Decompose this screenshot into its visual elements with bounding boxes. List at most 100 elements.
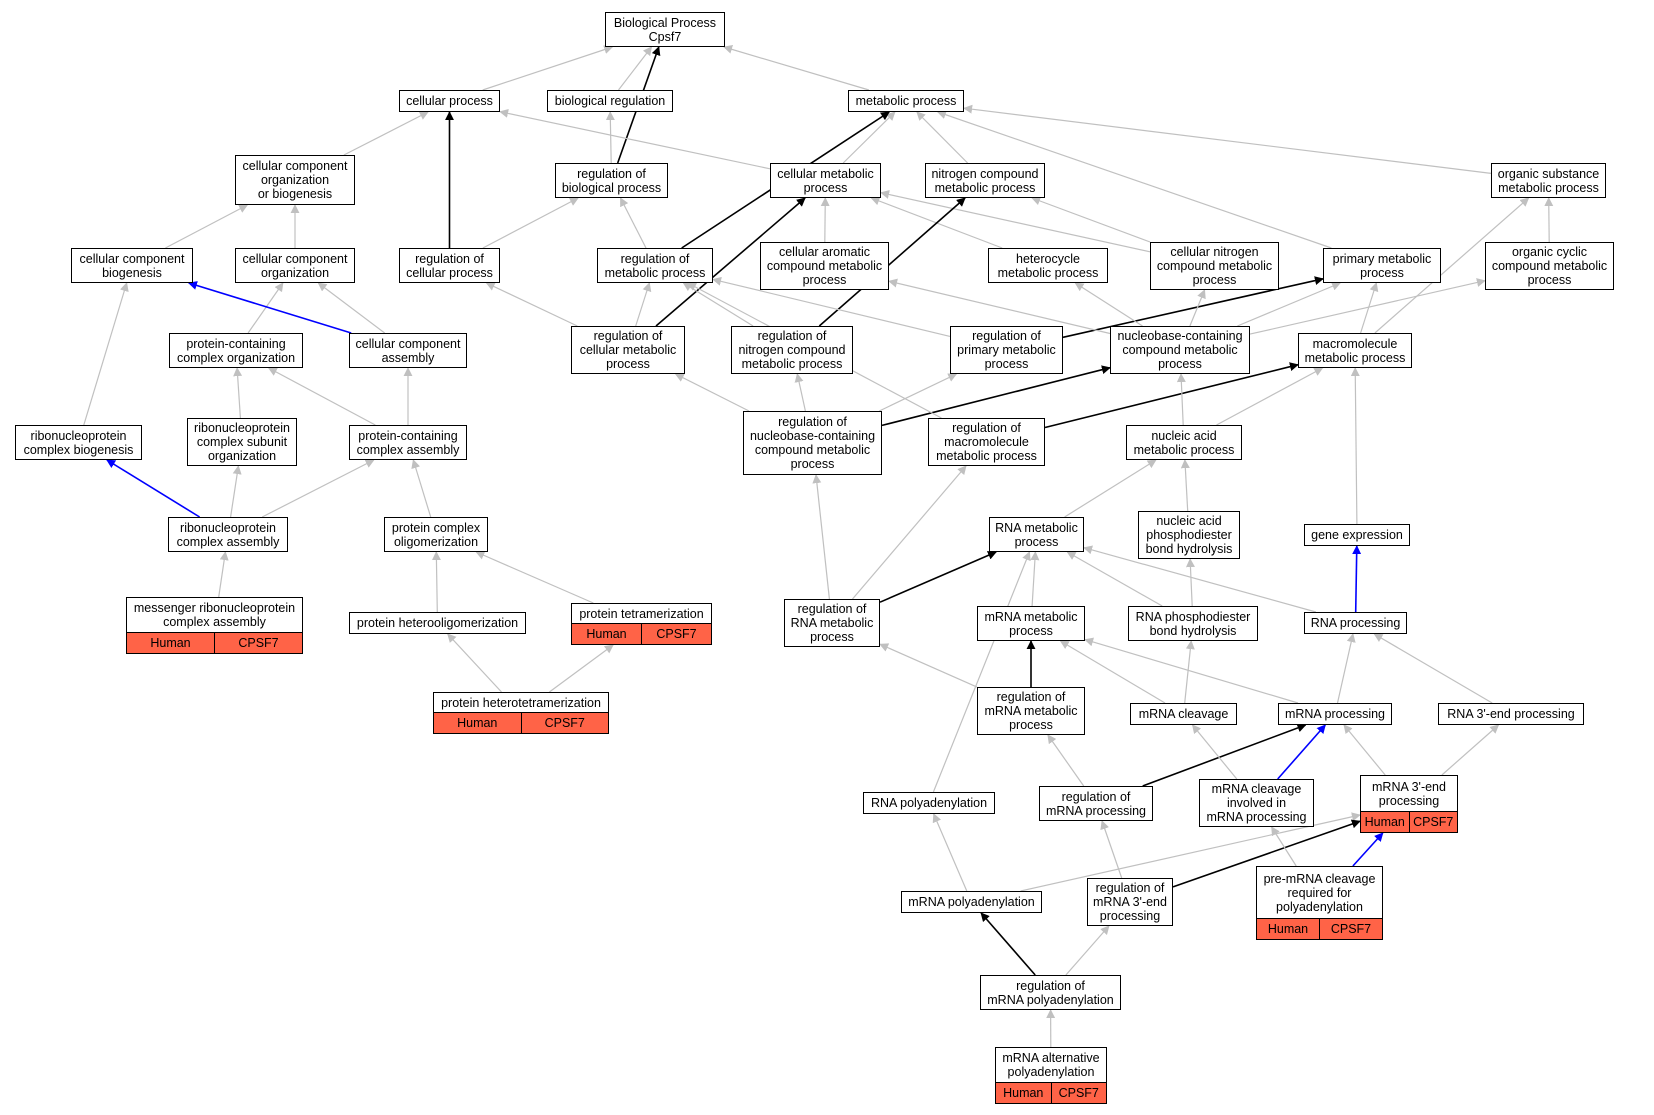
go-term-camp[interactable]: cellular aromatic compound metabolic pro… [760, 242, 889, 290]
edge-mrp-to-rp [1336, 633, 1356, 704]
go-term-rmmp2[interactable]: regulation of mRNA metabolic process [977, 687, 1085, 735]
go-term-cco[interactable]: cellular component organization [235, 248, 355, 283]
species-tag: Human [1257, 919, 1319, 939]
go-term-mc[interactable]: mRNA cleavage [1130, 703, 1237, 725]
go-term-occmp[interactable]: organic cyclic compound metabolic proces… [1485, 242, 1614, 290]
go-term-rm3ep[interactable]: regulation of mRNA 3'-end processing [1087, 878, 1173, 926]
edge-rm3ep-to-rmrp [1100, 820, 1123, 879]
go-term-rnbcmp[interactable]: regulation of nucleobase-containing comp… [743, 411, 882, 475]
edge-rpmp-to-pmp [1062, 276, 1324, 339]
node-label: messenger ribonucleoprotein complex asse… [133, 601, 296, 629]
edge-rmp-to-rbr [619, 197, 647, 249]
edge-rcmp-to-rcp [485, 282, 578, 327]
go-term-rpa[interactable]: RNA polyadenylation [863, 792, 995, 814]
go-term-rcb[interactable]: ribonucleoprotein complex biogenesis [15, 425, 142, 460]
edge-namp-to-mmp [1216, 367, 1324, 426]
go-term-rbr[interactable]: regulation of biological process [555, 163, 668, 198]
go-term-rncmp[interactable]: regulation of nitrogen compound metaboli… [731, 326, 853, 374]
edge-mcimp-to-mrp [1277, 724, 1326, 780]
edge-rcmp-to-rmp [635, 282, 652, 327]
edge-pho-to-pcol [431, 551, 441, 613]
edge-rnbcmp-to-nbcmp [881, 365, 1111, 427]
go-term-ge[interactable]: gene expression [1304, 524, 1410, 546]
go-term-rcp[interactable]: regulation of cellular process [399, 248, 500, 283]
go-term-nbcmp[interactable]: nucleobase-containing compound metabolic… [1110, 326, 1250, 374]
go-term-cp[interactable]: cellular process [399, 90, 500, 112]
edge-mcimp-to-mc [1191, 724, 1238, 780]
go-term-hmp[interactable]: heterocycle metabolic process [988, 248, 1108, 283]
edge-mp-to-bp [723, 44, 870, 91]
node-label: protein heterotetramerization [441, 695, 601, 710]
edge-rnbcmp-to-rcmp [674, 373, 750, 412]
edge-rncmp-to-ncmp [818, 197, 966, 327]
go-term-cca[interactable]: cellular component assembly [349, 333, 467, 368]
edge-cca-to-ccb [187, 281, 352, 334]
go-term-rmrp[interactable]: regulation of mRNA processing [1039, 786, 1153, 821]
go-term-mrp[interactable]: mRNA processing [1278, 703, 1392, 725]
go-term-mpa[interactable]: mRNA polyadenylation [901, 891, 1042, 913]
go-term-rnamp[interactable]: RNA metabolic process [989, 517, 1084, 552]
edge-mpa-to-rpa [932, 813, 968, 892]
edge-namp-to-nbcmp [1176, 373, 1186, 426]
edge-nbcmp-to-hmp [1074, 282, 1143, 327]
edge-pht-to-pt [549, 644, 614, 693]
go-term-mmp2[interactable]: mRNA metabolic process [977, 606, 1085, 641]
go-term-rcmp[interactable]: regulation of cellular metabolic process [571, 326, 685, 374]
go-term-rp[interactable]: RNA processing [1304, 612, 1407, 634]
edge-m3ep-to-mrp [1343, 724, 1386, 776]
go-term-pcol[interactable]: protein complex oligomerization [384, 517, 488, 552]
edge-rpmp-to-rmp [712, 276, 951, 337]
edge-rca-to-rcb [106, 459, 201, 518]
go-term-napbh[interactable]: nucleic acid phosphodiester bond hydroly… [1138, 511, 1240, 559]
go-term-rrmp[interactable]: regulation of RNA metabolic process [784, 599, 880, 647]
edge-mmp2-to-rnamp [1030, 551, 1040, 607]
go-term-mrca[interactable]: messenger ribonucleoprotein complex asse… [126, 597, 303, 654]
gene-tag: CPSF7 [1319, 919, 1382, 939]
edge-ge-to-mmp [1350, 367, 1360, 525]
go-term-namp[interactable]: nucleic acid metabolic process [1126, 425, 1242, 460]
edge-rpbh-to-rnamp [1066, 551, 1163, 607]
go-term-mcimp[interactable]: mRNA cleavage involved in mRNA processin… [1199, 779, 1314, 827]
go-term-br[interactable]: biological regulation [547, 90, 673, 112]
species-tag: Human [434, 713, 521, 733]
node-label: mRNA alternative polyadenylation [1002, 1051, 1100, 1079]
go-term-rca[interactable]: ribonucleoprotein complex assembly [168, 517, 288, 552]
go-term-rmp[interactable]: regulation of metabolic process [597, 248, 713, 283]
go-term-mmp[interactable]: macromolecule metabolic process [1298, 333, 1412, 368]
go-term-cmp[interactable]: cellular metabolic process [770, 163, 881, 198]
go-term-osmp[interactable]: organic substance metabolic process [1491, 163, 1606, 198]
go-term-pho[interactable]: protein heterooligomerization [349, 612, 526, 634]
go-term-cncmp[interactable]: cellular nitrogen compound metabolic pro… [1150, 242, 1279, 290]
edge-mc-to-rpbh [1184, 640, 1195, 704]
edge-br-to-bp [618, 46, 653, 91]
go-term-pmp[interactable]: primary metabolic process [1323, 248, 1441, 283]
edge-ccob-to-cp [343, 111, 429, 156]
edge-osmp-to-mp [963, 104, 1492, 174]
edge-pca-to-pco [267, 367, 376, 426]
go-term-pco[interactable]: protein-containing complex organization [169, 333, 303, 368]
go-term-mp[interactable]: metabolic process [848, 90, 964, 112]
go-term-pca[interactable]: protein-containing complex assembly [349, 425, 467, 460]
edge-mc-to-mmp2 [1059, 640, 1166, 704]
node-label: mRNA 3'-end processing [1372, 779, 1446, 808]
go-term-bp[interactable]: Biological Process Cpsf7 [605, 12, 725, 47]
go-term-rcso[interactable]: ribonucleoprotein complex subunit organi… [187, 418, 297, 466]
gene-tag: CPSF7 [641, 624, 711, 644]
go-term-ncmp[interactable]: nitrogen compound metabolic process [925, 163, 1045, 198]
go-term-rpmp[interactable]: regulation of primary metabolic process [950, 326, 1063, 374]
go-term-rmmp[interactable]: regulation of macromolecule metabolic pr… [928, 418, 1045, 466]
edge-rrmp-to-rnamp [879, 551, 997, 603]
species-tag: Human [127, 633, 214, 653]
go-term-rpbh[interactable]: RNA phosphodiester bond hydrolysis [1128, 606, 1258, 641]
go-term-rmpa[interactable]: regulation of mRNA polyadenylation [980, 975, 1121, 1010]
go-term-r3ep[interactable]: RNA 3'-end processing [1438, 703, 1584, 725]
go-term-ccb[interactable]: cellular component biogenesis [71, 248, 193, 283]
go-term-pmcrp[interactable]: pre-mRNA cleavage required for polyadeny… [1256, 866, 1383, 940]
edge-ccb-to-ccob [165, 204, 249, 249]
go-term-ccob[interactable]: cellular component organization or bioge… [235, 155, 355, 205]
